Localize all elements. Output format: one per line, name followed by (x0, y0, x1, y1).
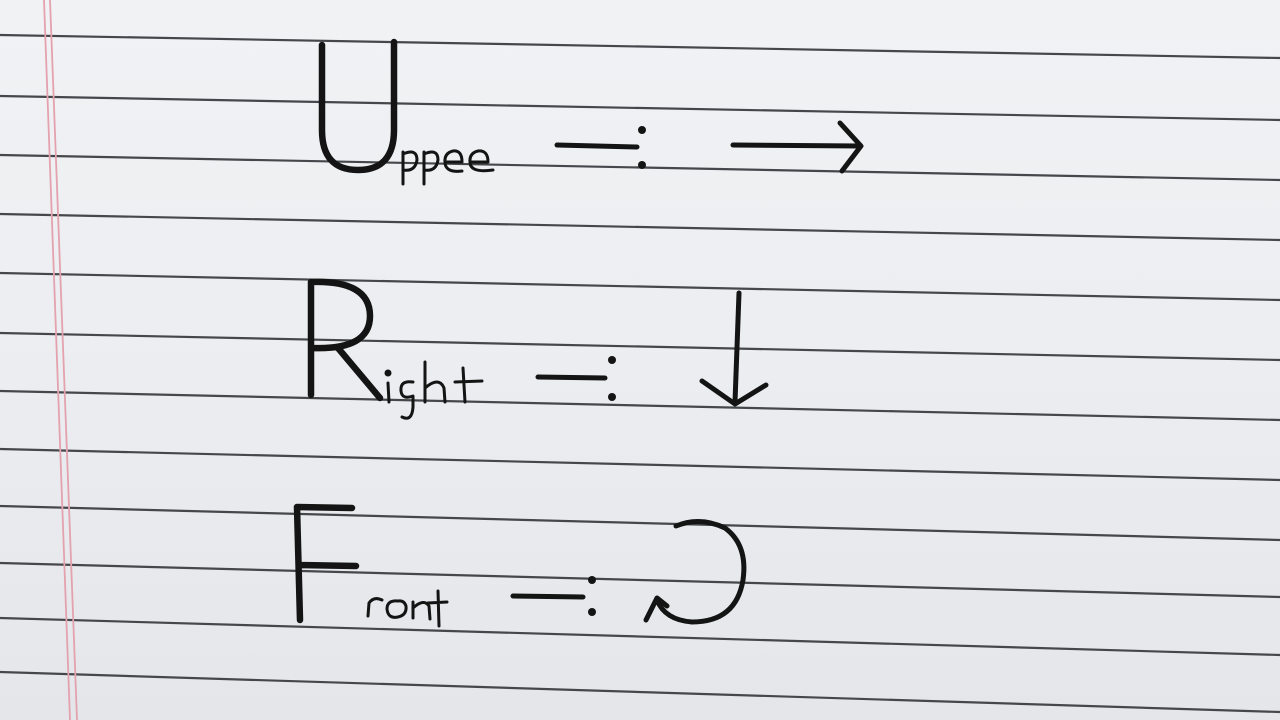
rule-line (0, 389, 1280, 422)
right-arrow-icon (730, 120, 864, 174)
rule-line (0, 504, 1280, 542)
rule-line (0, 271, 1280, 302)
rule-line (0, 561, 1280, 599)
capital-letter-u (318, 38, 398, 174)
rule-line (0, 447, 1280, 482)
division-sign (535, 356, 616, 401)
rule-line (0, 94, 1280, 122)
note-row-upper (318, 38, 864, 186)
division-sign (510, 576, 596, 616)
word-rest-ront (366, 589, 449, 628)
division-sign (554, 126, 646, 169)
rule-line (0, 616, 1280, 657)
word-rest-ight (384, 360, 484, 420)
word-rest-ppee (401, 149, 495, 186)
down-arrow-icon (699, 290, 769, 407)
note-row-right (307, 278, 769, 420)
note-row-front (293, 503, 747, 628)
ruled-lines (0, 33, 1280, 714)
margin-line-left (43, 0, 71, 720)
capital-letter-f (293, 503, 360, 624)
clockwise-turn-arrow-icon (643, 519, 747, 625)
rule-line (0, 331, 1280, 362)
rule-line (0, 670, 1280, 714)
rule-line (0, 33, 1280, 60)
margin-lines (43, 0, 78, 720)
margin-line-right (49, 0, 78, 720)
capital-letter-r (307, 278, 384, 402)
rule-line (0, 212, 1280, 242)
